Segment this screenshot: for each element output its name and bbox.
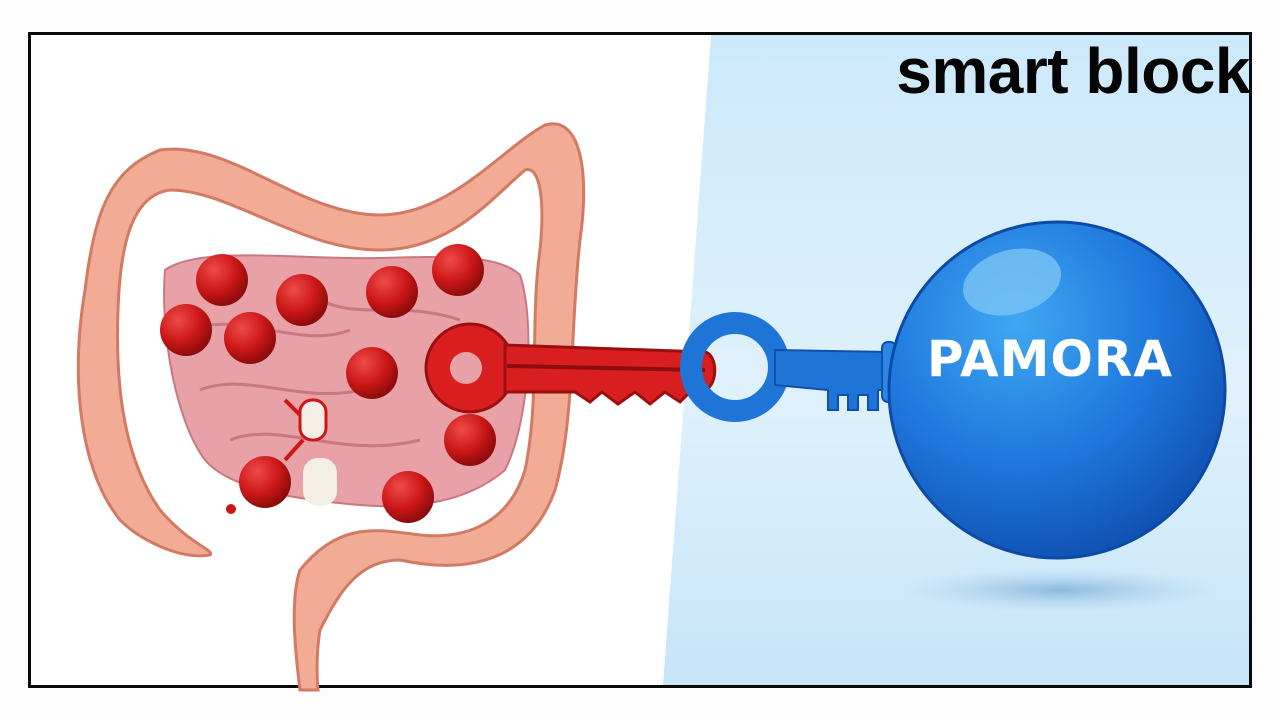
ball-shadow [900, 568, 1220, 612]
molecules-icon [160, 244, 496, 523]
blue-ball-icon [887, 220, 1227, 560]
ball-label: PAMORA [926, 330, 1174, 388]
blue-key-icon [680, 312, 897, 422]
colon-icon [76, 122, 586, 692]
title-heading: smart block [896, 35, 1250, 107]
